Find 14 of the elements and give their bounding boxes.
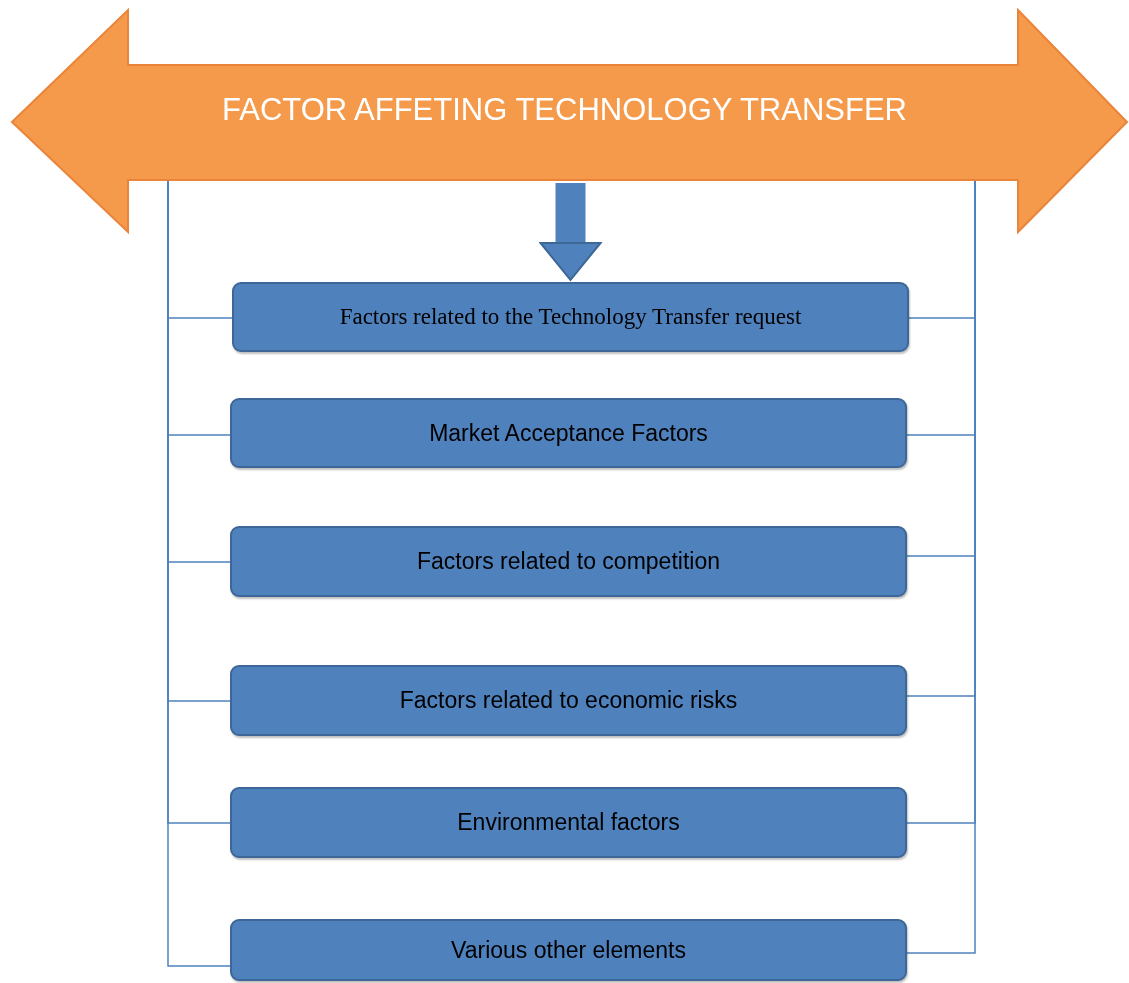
title-text: FACTOR AFFETING TECHNOLOGY TRANSFER	[222, 92, 907, 128]
factor-label: Various other elements	[451, 936, 686, 964]
factor-box	[230, 787, 907, 858]
factor-label: Factors related to competition	[417, 548, 720, 575]
factor-label: Factors related to the Technology Transfer request	[339, 304, 802, 330]
factor-label: Environmental factors	[457, 809, 680, 836]
block-arrow	[539, 183, 602, 281]
factor-box	[230, 526, 907, 597]
factor-label: Market Acceptance Factors	[429, 419, 708, 447]
factor-label: Factors related to economic risks	[399, 687, 738, 714]
factor-box	[230, 919, 907, 981]
factor-box	[230, 398, 907, 468]
factor-box	[232, 282, 909, 352]
factor-box	[230, 665, 907, 736]
